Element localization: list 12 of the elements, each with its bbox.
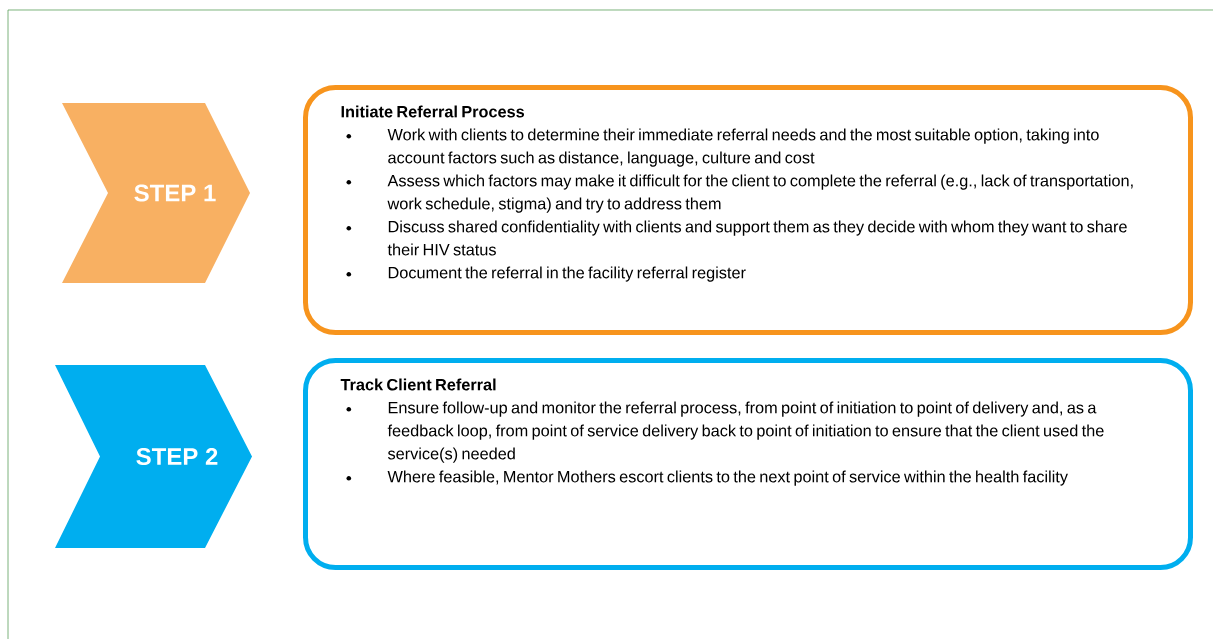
step-chevron: STEP 1: [62, 103, 250, 283]
bullet-item: Work with clients to determine their immediate referral needs and the most suitable option, taking into account factors such as distance, language, culture and cost: [346, 128, 1099, 167]
bullet-item: Discuss shared confidentiality with clients and support them as they decide with whom they want to share their HIV status: [346, 220, 1127, 256]
step-box: [303, 358, 1193, 570]
bullet-item: Where feasible, Mentor Mothers escort clients to the next point of service within the health facility: [346, 470, 1068, 486]
step-box: [303, 85, 1193, 335]
step-chevron: STEP 2: [55, 365, 252, 548]
bullet-item: Assess which factors may make it difficult for the client to complete the referral (e.g., lack of transportation, work schedule, stigma) and try to address them: [346, 174, 1133, 213]
bullet-item: Document the referral in the facility referral register: [346, 266, 746, 282]
box-heading: Track Client Referral: [340, 378, 496, 391]
bullet-item: Ensure follow-up and monitor the referral process, from point of initiation to point of delivery and, as a feedback loop, from point of service delivery back to point of initiation to ensure that the client used the service(s) needed: [346, 401, 1104, 463]
box-heading: Initiate Referral Process: [341, 105, 525, 118]
